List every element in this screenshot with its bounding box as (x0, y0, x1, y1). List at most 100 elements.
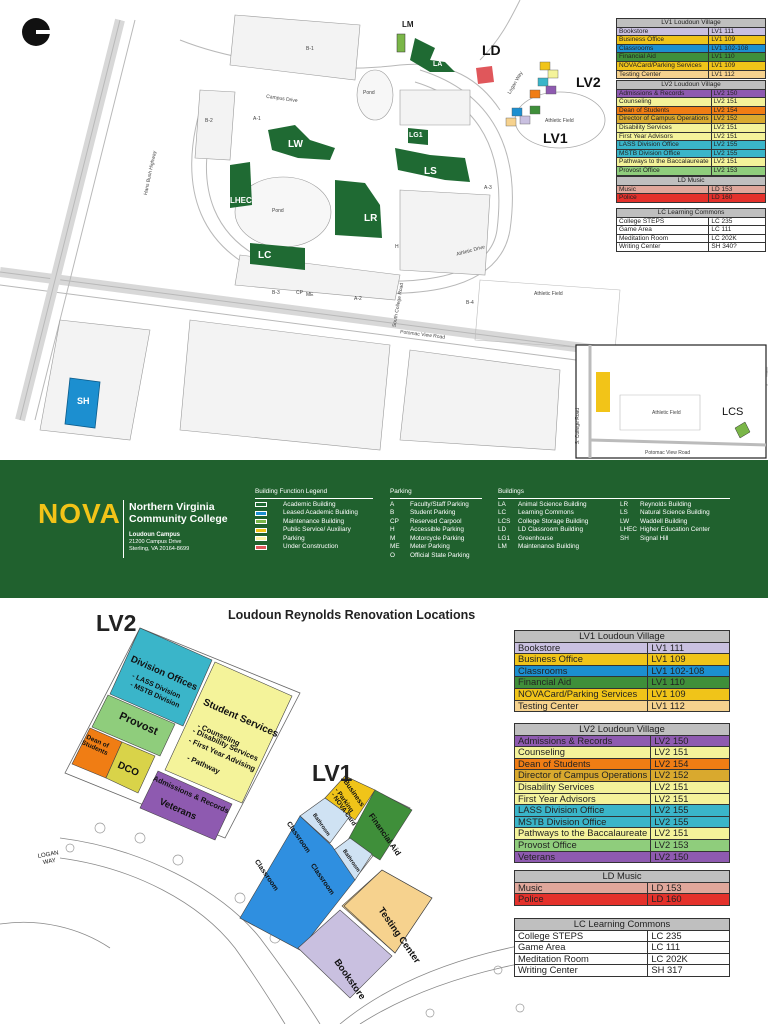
row-room: LV2 151 (650, 827, 730, 840)
legend-label: Student Parking (410, 509, 456, 516)
row-room: LV2 150 (710, 88, 767, 99)
legend-label: Meter Parking (410, 543, 450, 550)
row-room: LV2 152 (710, 114, 767, 124)
row-room: LV1 110 (708, 52, 766, 62)
legend-code: LA (498, 500, 506, 508)
row-name: LASS Division Office (616, 140, 712, 150)
legend-band: NOVA Northern Virginia Community College… (0, 460, 768, 598)
legend-label: Higher Education Center (640, 526, 710, 533)
table-title: LD Music (514, 870, 730, 883)
building-legend-row: LW Waddell Building (620, 518, 730, 527)
row-name: Classrooms (513, 664, 649, 678)
address-line-2: Sterling, VA 20164-8699 (129, 546, 190, 552)
legend-label: Faculty/Staff Parking (410, 500, 469, 508)
row-room: LC 202K (647, 952, 730, 966)
legend-label: Public Service/ Auxiliary (283, 526, 351, 533)
row-name: Financial Aid (513, 676, 649, 689)
label-pond-1: Pond (363, 90, 375, 96)
legend-label: Learning Commons (518, 509, 574, 516)
table-header-row: LV2 Loudoun Village (616, 80, 766, 90)
legend-label: Accessible Parking (410, 526, 464, 533)
table-title: LC Learning Commons (616, 208, 766, 218)
building-ls (395, 148, 470, 182)
row-room: LV1 112 (708, 69, 766, 80)
legend-code: ME (390, 543, 400, 550)
logo-divider (123, 500, 124, 558)
inset-potomac-view: Potomac View Road (645, 450, 691, 456)
building-lc (250, 243, 305, 270)
nova-logo: NOVA (38, 498, 121, 529)
label-b4: B-4 (466, 300, 474, 306)
building-lm (396, 33, 406, 53)
table-title: LV2 Loudoun Village (514, 723, 730, 736)
building-lw (268, 125, 335, 160)
function-legend-row: Leased Academic Building (255, 509, 373, 518)
table-header-row: LV1 Loudoun Village (514, 630, 730, 643)
callout-lcs: LCS (722, 406, 744, 418)
legend-label: Greenhouse (518, 534, 554, 542)
room-classrooms (239, 815, 356, 951)
legend-label: Waddell Building (640, 517, 688, 525)
row-room: LV1 109 (708, 60, 766, 71)
row-name: Police (513, 893, 649, 906)
label-b2: B-2 (205, 118, 213, 124)
campus-map-drawing (0, 0, 768, 459)
building-lr (335, 180, 382, 238)
row-name: LASS Division Office (513, 804, 652, 817)
room-financial-aid (347, 789, 413, 861)
legend-code: LCS (498, 517, 511, 525)
label-b3: B-3 (272, 290, 280, 296)
room-bathroom-1 (299, 797, 351, 844)
legend-code: LHEC (620, 526, 638, 533)
row-room: LD 153 (647, 881, 730, 895)
table-title: LD Music (616, 176, 766, 186)
room-provost (91, 694, 176, 757)
legend-swatch (255, 527, 267, 533)
legend-label: LD Classroom Building (518, 526, 583, 533)
row-name: College STEPS (615, 216, 710, 227)
row-name: Business Office (615, 35, 710, 45)
function-legend-row: Academic Building (255, 501, 373, 510)
row-name: MSTB Division Office (513, 815, 652, 829)
row-room: LD 160 (708, 193, 766, 203)
row-name: Music (513, 881, 649, 895)
row-name: Game Area (615, 225, 710, 235)
legend-code: SH (620, 534, 629, 542)
function-legend-title: Building Function Legend (255, 488, 373, 499)
legend-code: LC (498, 509, 507, 516)
legend-swatch (255, 510, 267, 516)
label-b1: B-1 (306, 46, 314, 52)
row-room: LV2 151 (710, 97, 767, 107)
function-legend-row: Parking (255, 535, 373, 544)
row-name: Admissions & Records (513, 734, 652, 748)
legend-code: LW (620, 517, 630, 525)
legend-label: Parking (283, 534, 305, 542)
legend-code: LS (620, 509, 628, 516)
row-name: College STEPS (513, 929, 649, 943)
row-name: Game Area (513, 941, 649, 954)
